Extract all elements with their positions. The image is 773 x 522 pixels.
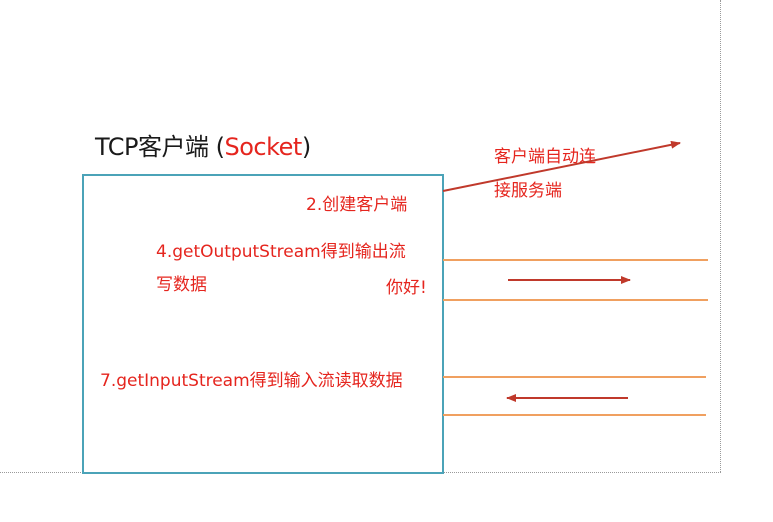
title-accent: Socket [224, 133, 302, 161]
auto-connect-label-line2: 接服务端 [494, 181, 562, 201]
output-stream-label-line2: 写数据 [156, 275, 207, 295]
slide-border-right [720, 0, 721, 472]
title-prefix: TCP客户端 ( [95, 133, 225, 161]
output-stream-label-line1: 4.getOutputStream得到输出流 [156, 242, 406, 262]
auto-connect-label-line1: 客户端自动连 [494, 147, 596, 167]
title-suffix: ) [301, 133, 311, 161]
input-stream-label: 7.getInputStream得到输入流读取数据 [100, 371, 403, 391]
diagram-title: TCP客户端 (Socket) [95, 127, 311, 162]
client-box [82, 174, 444, 474]
create-client-label: 2.创建客户端 [306, 195, 408, 215]
hello-label: 你好! [386, 278, 427, 298]
